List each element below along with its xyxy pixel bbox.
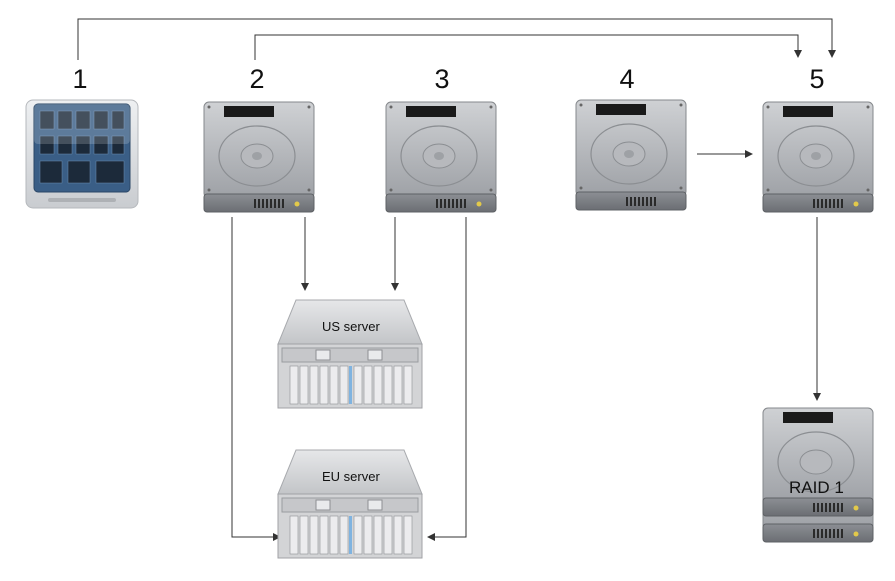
label-node-3: 3 bbox=[434, 64, 450, 94]
hard-disk-icon bbox=[762, 101, 874, 213]
hard-disk-icon bbox=[385, 101, 497, 213]
label-node-2: 2 bbox=[249, 64, 265, 94]
eu-server-label: EU server bbox=[322, 469, 380, 484]
raid-disk-stack-icon: RAID 1 bbox=[762, 407, 874, 543]
rack-server-icon: US server bbox=[277, 299, 423, 409]
label-node-1: 1 bbox=[72, 64, 88, 94]
link-3-to-eu bbox=[427, 217, 467, 541]
raid-label: RAID 1 bbox=[789, 478, 844, 497]
label-node-4: 4 bbox=[619, 64, 635, 94]
link-2-to-5 bbox=[254, 34, 802, 60]
us-server-label: US server bbox=[322, 319, 380, 334]
label-node-5: 5 bbox=[809, 64, 825, 94]
link-2-to-eu bbox=[231, 217, 281, 541]
ssd-icon bbox=[25, 99, 139, 209]
hard-disk-icon bbox=[203, 101, 315, 213]
rack-server-icon: EU server bbox=[277, 449, 423, 559]
link-1-to-5 bbox=[77, 18, 836, 60]
hard-disk-icon bbox=[575, 99, 687, 211]
